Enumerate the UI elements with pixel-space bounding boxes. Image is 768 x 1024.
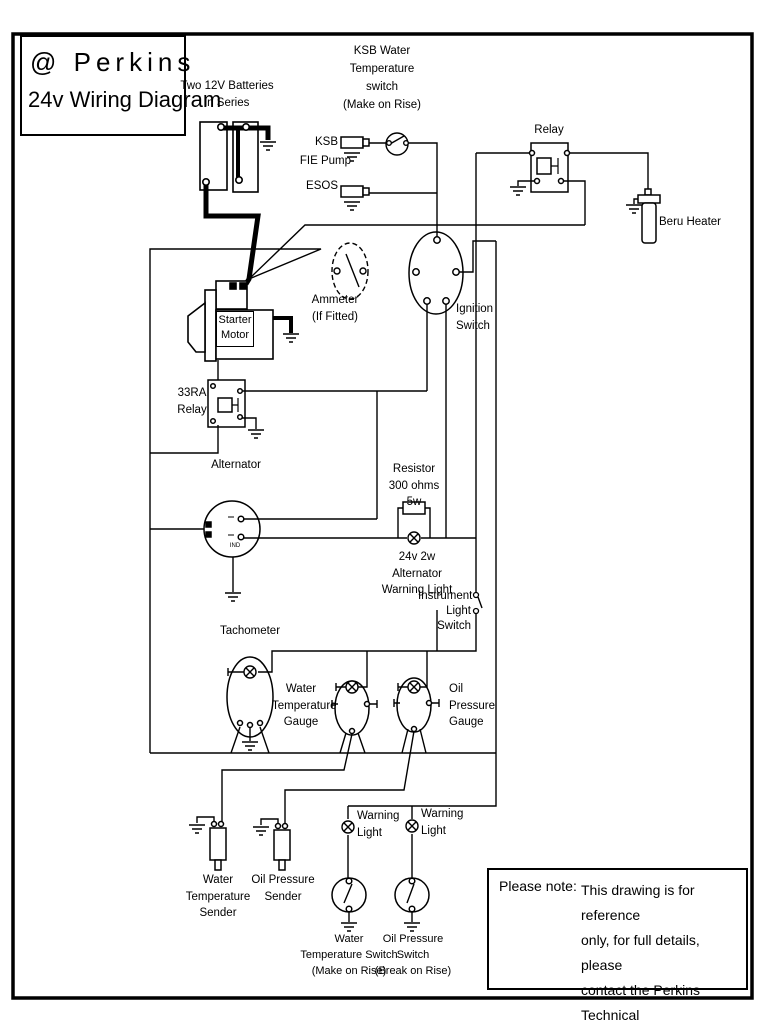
oil-pressure-switch-label: Oil Pressure Switch (Break on Rise) xyxy=(374,933,452,977)
water-temp-switch-symbol xyxy=(331,877,367,913)
alternator-warning-lamp xyxy=(407,531,421,545)
ksb-label: KSB xyxy=(314,136,338,148)
ksb-solenoid xyxy=(340,136,370,149)
warning-lamp-1 xyxy=(341,820,355,834)
ignition-switch-symbol xyxy=(408,231,464,315)
rra-relay-label: 33RA Relay xyxy=(177,387,207,416)
tachometer-lamp xyxy=(243,665,257,679)
tachometer-symbol xyxy=(226,656,274,738)
ignition-switch-label: Ignition Switch xyxy=(456,303,494,332)
ammeter-symbol xyxy=(331,242,369,300)
oil-pressure-switch-symbol xyxy=(394,877,430,913)
beru-heater-symbol xyxy=(637,188,661,244)
title-box: @ Perkins 24v Wiring Diagram xyxy=(20,35,221,136)
starter-motor-label: Starter Motor xyxy=(216,311,254,347)
batteries-label: Two 12V Batteries in Series xyxy=(180,80,274,109)
ksb-temp-switch-symbol xyxy=(385,132,410,156)
battery-bank xyxy=(199,121,259,193)
relay-symbol xyxy=(528,142,571,193)
resistor-label: Resistor 300 ohms 5w xyxy=(388,463,440,509)
note-text: This drawing is for reference only, for … xyxy=(581,882,701,1023)
brand-title: @ Perkins xyxy=(30,47,196,77)
fie-pump-label: FIE Pump xyxy=(299,155,351,167)
water-temp-gauge-label: Water Temperature Gauge xyxy=(272,683,337,729)
rra-relay-symbol xyxy=(207,379,246,428)
esos-solenoid xyxy=(340,185,370,198)
ammeter-label: Ammeter (If Fitted) xyxy=(311,294,359,323)
oil-pressure-sender-label: Oil Pressure Sender xyxy=(251,874,315,903)
water-temp-sender-symbol xyxy=(209,820,227,871)
battery-cables xyxy=(203,125,293,333)
warning-light-2-label: Warning Light xyxy=(421,808,464,837)
note-box: Please note: This drawing is for referen… xyxy=(487,868,748,1023)
beru-heater-label: Beru Heater xyxy=(659,216,722,228)
resistor-symbol xyxy=(402,501,426,515)
relay-label: Relay xyxy=(534,124,564,136)
alt-warning-light-label: 24v 2w Alternator Warning Light xyxy=(381,551,453,597)
alternator-label: Alternator xyxy=(211,459,261,471)
ksb-switch-label: KSB Water Temperature switch (Make on Ri… xyxy=(343,45,421,112)
instrument-light-switch-symbol xyxy=(472,591,480,615)
instrument-light-switch-label: Instrument Light Switch xyxy=(418,590,473,632)
alternator-symbol xyxy=(203,500,261,558)
oil-pressure-gauge-lamp xyxy=(407,680,421,694)
oil-pressure-gauge-symbol xyxy=(396,677,433,733)
alternator-ind-terminal-label: IND xyxy=(229,543,241,549)
warning-lamp-2 xyxy=(405,819,419,833)
tachometer-label: Tachometer xyxy=(219,625,281,637)
oil-pressure-sender-symbol xyxy=(273,822,291,871)
water-temp-gauge-lamp xyxy=(345,680,359,694)
warning-light-1-label: Warning Light xyxy=(357,810,400,839)
outer-border xyxy=(11,32,754,1000)
oil-pressure-gauge-label: Oil Pressure Gauge xyxy=(449,683,496,729)
water-temp-switch-label: Water Temperature Switch (Make on Rise) xyxy=(300,933,398,977)
esos-label: ESOS xyxy=(306,180,338,192)
wiring xyxy=(149,135,649,922)
water-temp-sender-label: Water Temperature Sender xyxy=(185,874,251,920)
note-prefix: Please note: xyxy=(499,878,577,894)
